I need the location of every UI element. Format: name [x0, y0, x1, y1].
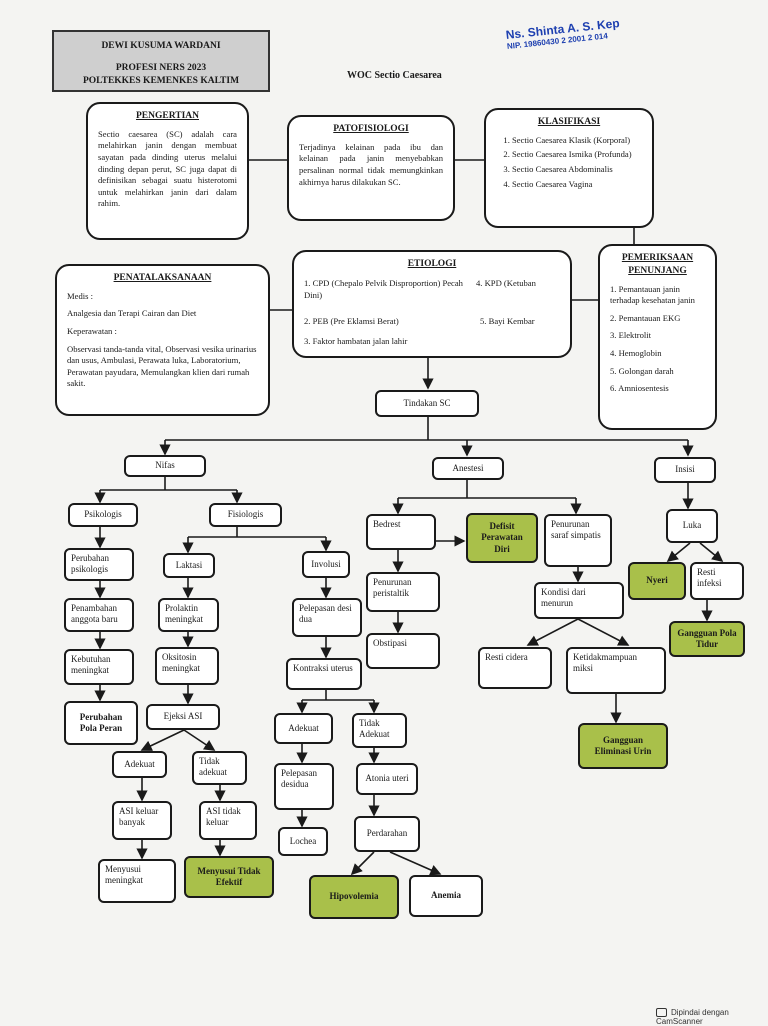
etiologi-item-4: 4. KPD (Ketuban [476, 278, 536, 288]
pemeriksaan-title: PEMERIKSAAN PENUNJANG [621, 253, 694, 276]
pengertian-text: Sectio caesarea (SC) adalah cara melahir… [98, 128, 237, 209]
ketidakmampuan-miksi-node: Ketidakmampuan miksi [566, 647, 666, 694]
fisiologis-node: Fisiologis [209, 503, 282, 527]
patofisiologi-text: Terjadinya kelainan pada ibu dan kelaina… [299, 141, 443, 187]
oksitosin-node: Oksitosin meningkat [155, 647, 219, 685]
psikologis-node: Psikologis [68, 503, 138, 527]
resti-infeksi-node: Resti infeksi [690, 562, 744, 600]
document-title: WOC Sectio Caesarea [347, 70, 442, 81]
menyusui-meningkat-node: Menyusui meningkat [98, 859, 176, 903]
kondisi-menurun-node: Kondisi dari menurun [534, 582, 624, 619]
asi-keluar-banyak-node: ASI keluar banyak [112, 801, 172, 840]
penurunan-peristaltik-node: Penurunan peristaltik [366, 572, 440, 612]
pemeriksaan-item: 1. Pemantauan janin terhadap kesehatan j… [610, 283, 695, 306]
keperawatan-label: Keperawatan : [67, 326, 117, 336]
gangguan-eliminasi-urin-diagnosis: Gangguan Eliminasi Urin [578, 723, 668, 769]
pemeriksaan-item: 4. Hemoglobin [610, 348, 662, 358]
kontraksi-uterus-node: Kontraksi uterus [286, 658, 362, 690]
klasifikasi-title: KLASIFIKASI [537, 117, 601, 127]
pemeriksaan-item: 6. Amniosentesis [610, 383, 669, 394]
lochea-node: Lochea [278, 827, 328, 856]
adekuat-node-2: Adekuat [274, 713, 333, 744]
scanner-footnote: Dipindai dengan CamScanner [656, 1008, 768, 1026]
laktasi-node: Laktasi [163, 553, 215, 578]
pemeriksaan-box: PEMERIKSAAN PENUNJANG 1. Pemantauan jani… [598, 244, 717, 430]
author-name: DEWI KUSUMA WARDANI [101, 41, 221, 51]
etiologi-item-1: 1. CPD (Chepalo Pelvik Disproportion) Pe… [304, 278, 463, 300]
pelepasan-desidua-node-2: Pelepasan desidua [274, 763, 334, 810]
pemeriksaan-item: 2. Pemantauan EKG [610, 312, 681, 323]
klasifikasi-item: Sectio Caesarea Ismika (Profunda) [512, 149, 642, 161]
kebutuhan-meningkat-node: Kebutuhan meningkat [64, 649, 134, 685]
patofisiologi-box: PATOFISIOLOGI Terjadinya kelainan pada i… [287, 115, 455, 221]
perdarahan-node: Perdarahan [354, 816, 420, 852]
tindakan-sc-node: Tindakan SC [375, 390, 479, 417]
pemeriksaan-item: 5. Golongan darah [610, 365, 674, 376]
involusi-node: Involusi [302, 551, 350, 578]
insisi-node: Insisi [654, 457, 716, 483]
nyeri-diagnosis: Nyeri [628, 562, 686, 600]
penatalaksanaan-box: PENATALAKSANAAN Medis : Analgesia dan Te… [55, 264, 270, 416]
tidak-adekuat-node-1: Tidak adekuat [192, 751, 247, 785]
scanner-text: Dipindai dengan CamScanner [656, 1008, 729, 1026]
anestesi-node: Anestesi [432, 457, 504, 480]
gangguan-pola-tidur-diagnosis: Gangguan Pola Tidur [669, 621, 745, 657]
resti-cidera-node: Resti cidera [478, 647, 552, 689]
klasifikasi-item: Sectio Caesarea Klasik (Korporal) [512, 135, 642, 147]
bedrest-node: Bedrest [366, 514, 436, 550]
medis-label: Medis : [67, 290, 94, 301]
tidak-adekuat-node-2: Tidak Adekuat [352, 713, 407, 748]
klasifikasi-item: Sectio Caesarea Abdominalis [512, 164, 642, 176]
hipovolemia-diagnosis: Hipovolemia [309, 875, 399, 919]
penambahan-anggota-node: Penambahan anggota baru [64, 598, 134, 632]
author-header: DEWI KUSUMA WARDANI PROFESI NERS 2023 PO… [52, 30, 270, 92]
obstipasi-node: Obstipasi [366, 633, 440, 669]
luka-node: Luka [666, 509, 718, 543]
etiologi-item-3: 3. Faktor hambatan jalan lahir [304, 336, 408, 346]
pengertian-title: PENGERTIAN [135, 111, 199, 121]
ejeksi-asi-node: Ejeksi ASI [146, 704, 220, 730]
patofisiologi-title: PATOFISIOLOGI [333, 124, 409, 134]
pengertian-box: PENGERTIAN Sectio caesarea (SC) adalah c… [86, 102, 249, 240]
program-name: PROFESI NERS 2023 [115, 63, 207, 74]
defisit-perawatan-diri-diagnosis: Defisit Perawatan Diri [466, 513, 538, 563]
nifas-node: Nifas [124, 455, 206, 477]
etiologi-item-5: 5. Bayi Kembar [480, 316, 535, 326]
klasifikasi-box: KLASIFIKASI Sectio Caesarea Klasik (Korp… [484, 108, 654, 228]
penurunan-saraf-simpatis-node: Penurunan saraf simpatis [544, 514, 612, 567]
prolaktin-node: Prolaktin meningkat [158, 598, 219, 632]
camscanner-icon [656, 1008, 667, 1018]
pemeriksaan-item: 3. Elektrolit [610, 330, 652, 341]
etiologi-box: ETIOLOGI 1. CPD (Chepalo Pelvik Dispropo… [292, 250, 572, 358]
atonia-uteri-node: Atonia uteri [356, 763, 418, 795]
perubahan-pola-peran-node: Perubahan Pola Peran [64, 701, 138, 745]
perubahan-psikologis-node: Perubahan psikologis [64, 548, 134, 581]
etiologi-title: ETIOLOGI [407, 259, 457, 269]
pelepasan-desidua-node: Pelepasan desi dua [292, 598, 362, 637]
keperawatan-text: Observasi tanda-tanda vital, Observasi v… [67, 343, 257, 389]
asi-tidak-keluar-node: ASI tidak keluar [199, 801, 257, 840]
penatalaksanaan-title: PENATALAKSANAAN [113, 273, 212, 283]
etiologi-item-2: 2. PEB (Pre Eklamsi Berat) [304, 316, 399, 326]
institution-name: POLTEKKES KEMENKES KALTIM [82, 75, 240, 86]
menyusui-tidak-efektif-diagnosis: Menyusui Tidak Efektif [184, 856, 274, 898]
medis-text: Analgesia dan Terapi Cairan dan Diet [67, 308, 197, 319]
klasifikasi-item: Sectio Caesarea Vagina [512, 179, 642, 191]
adekuat-node-1: Adekuat [112, 751, 167, 778]
anemia-node: Anemia [409, 875, 483, 917]
